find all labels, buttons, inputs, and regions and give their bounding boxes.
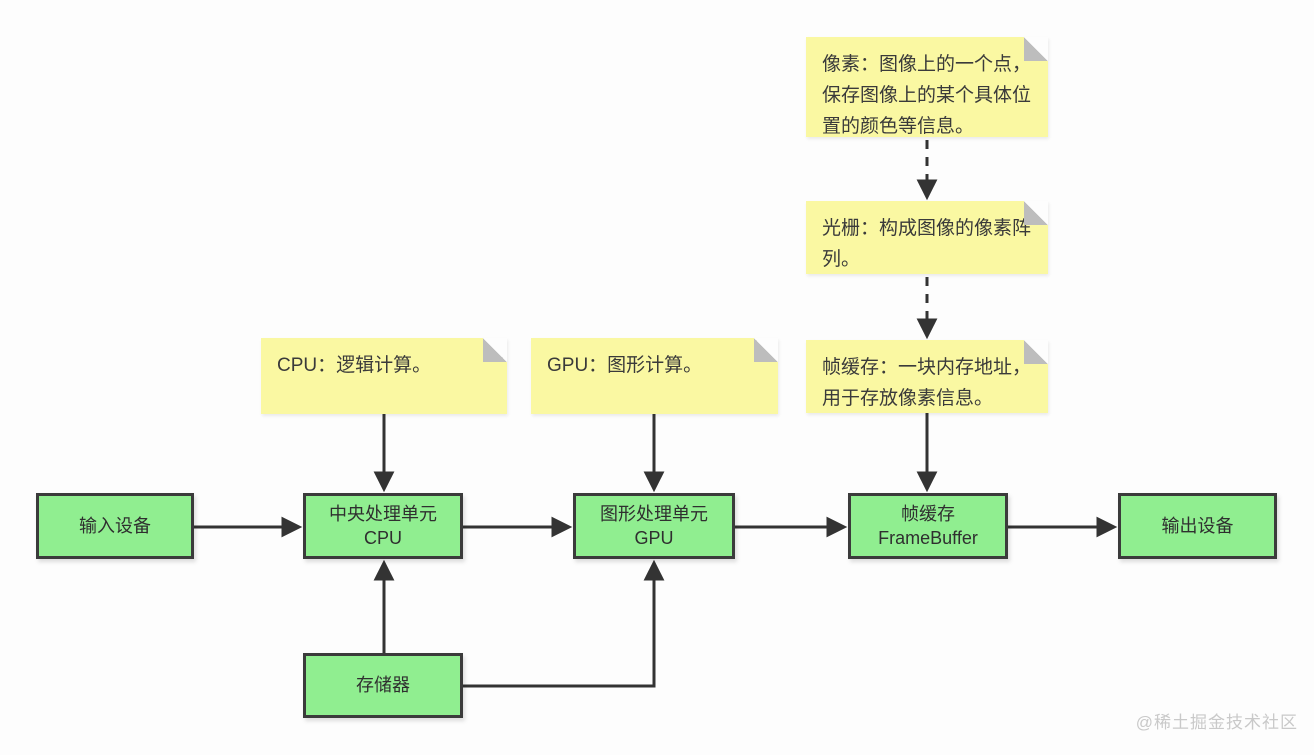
- note-raster: 光栅：构成图像的像素阵列。: [806, 201, 1048, 274]
- box-gpu: 图形处理单元 GPU: [573, 493, 735, 559]
- box-framebuffer: 帧缓存 FrameBuffer: [848, 493, 1008, 559]
- folded-corner-icon: [1024, 37, 1048, 61]
- note-gpu-text: GPU：图形计算。: [547, 355, 703, 376]
- box-gpu-label-en: GPU: [634, 528, 674, 548]
- box-cpu: 中央处理单元 CPU: [303, 493, 463, 559]
- box-cpu-label-en: CPU: [363, 528, 402, 548]
- note-cpu-text: CPU：逻辑计算。: [277, 355, 432, 376]
- note-cpu: CPU：逻辑计算。: [261, 338, 507, 414]
- box-memory-label: 存储器: [356, 675, 410, 696]
- box-gpu-label-cn: 图形处理单元: [600, 503, 708, 524]
- box-input-device: 输入设备: [36, 493, 194, 559]
- folded-corner-icon: [754, 338, 778, 362]
- note-raster-text: 光栅：构成图像的像素阵列。: [822, 218, 1032, 270]
- box-framebuffer-label-en: FrameBuffer: [878, 528, 978, 548]
- note-framebuffer-text: 帧缓存：一块内存地址，用于存放像素信息。: [822, 357, 1032, 409]
- arrow-memory-to-gpu: [463, 559, 665, 688]
- note-gpu: GPU：图形计算。: [531, 338, 778, 414]
- folded-corner-icon: [483, 338, 507, 362]
- watermark: @稀土掘金技术社区: [1135, 713, 1298, 732]
- box-input-device-label: 输入设备: [79, 515, 151, 536]
- folded-corner-icon: [1024, 340, 1048, 364]
- box-output-device: 输出设备: [1118, 493, 1277, 559]
- box-framebuffer-label-cn: 帧缓存: [901, 503, 955, 524]
- box-output-device-label: 输出设备: [1161, 515, 1234, 536]
- note-pixel: 像素：图像上的一个点，保存图像上的某个具体位置的颜色等信息。: [806, 37, 1048, 137]
- box-memory: 存储器: [303, 653, 463, 718]
- folded-corner-icon: [1024, 201, 1048, 225]
- note-framebuffer: 帧缓存：一块内存地址，用于存放像素信息。: [806, 340, 1048, 413]
- box-cpu-label-cn: 中央处理单元: [329, 503, 437, 524]
- note-pixel-text: 像素：图像上的一个点，保存图像上的某个具体位置的颜色等信息。: [822, 54, 1032, 137]
